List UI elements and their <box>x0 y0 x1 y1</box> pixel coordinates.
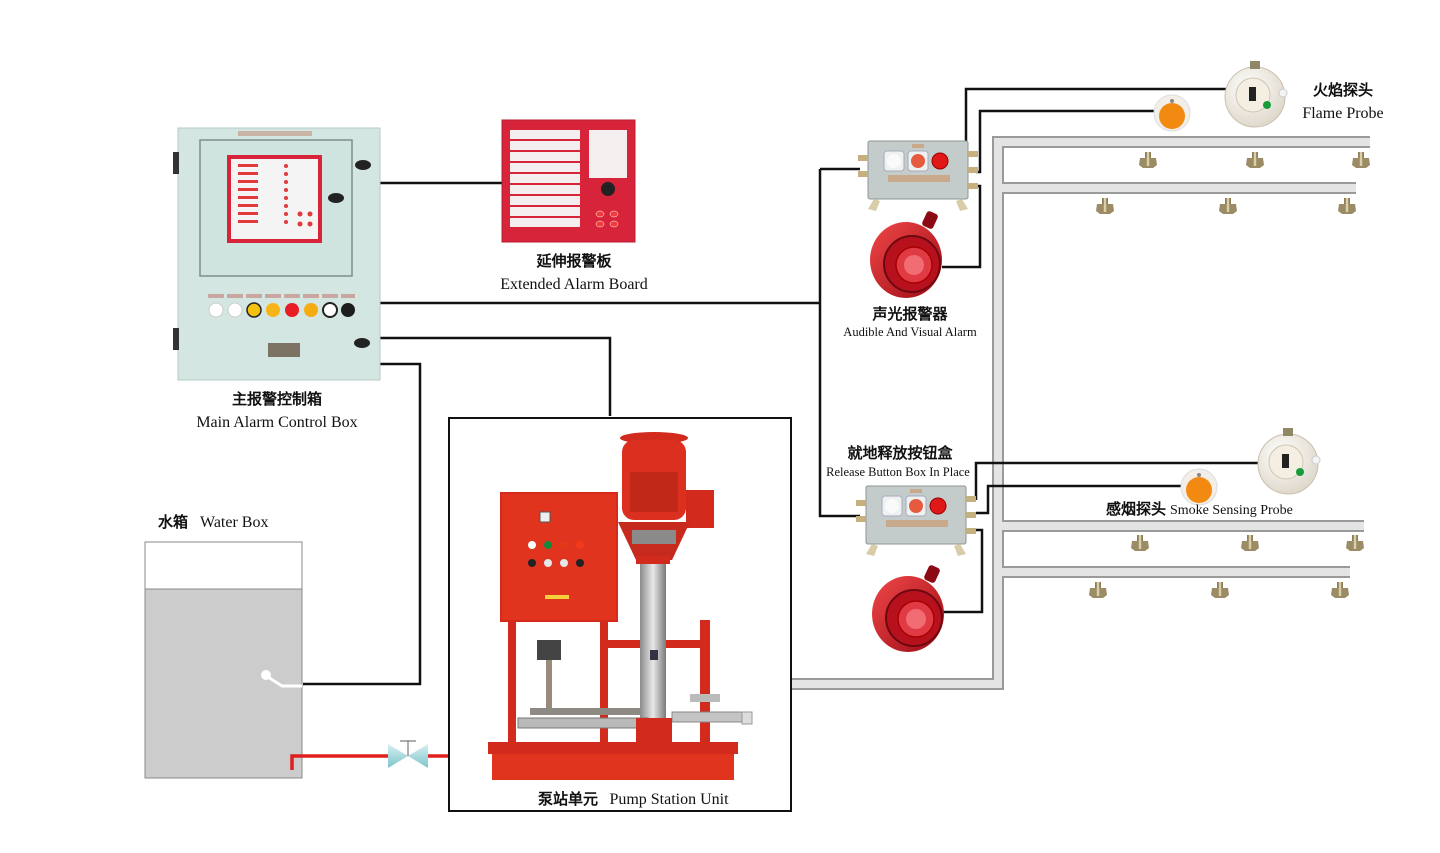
water-box[interactable] <box>144 541 303 779</box>
pump-station-unit[interactable] <box>448 417 792 812</box>
sprinkler-head <box>1211 582 1229 598</box>
smoke-probe-label: 感烟探头 Smoke Sensing Probe <box>1106 500 1293 518</box>
sprinkler-head <box>1331 582 1349 598</box>
release-box-label-en: Release Button Box In Place <box>826 465 970 479</box>
smoke-probe-icon <box>1180 468 1218 506</box>
smoke-probe-label-en: Smoke Sensing Probe <box>1170 503 1293 518</box>
audible-visual-alarm-lower <box>871 563 945 653</box>
sprinkler-head <box>1219 198 1237 214</box>
main-alarm-control-box[interactable] <box>173 127 381 381</box>
sprinkler-head <box>1352 152 1370 168</box>
alarm-indicator-grid <box>238 164 313 227</box>
pump-control-lamps <box>528 541 584 567</box>
release-box-label-cn: 就地释放按钮盒 <box>847 444 953 462</box>
main-alarm-box-label-en: Main Alarm Control Box <box>196 414 357 431</box>
smoke-probe-label-cn: 感烟探头 <box>1106 500 1166 518</box>
flame-probe-label-en: Flame Probe <box>1302 105 1383 122</box>
sprinkler-head <box>1338 198 1356 214</box>
pump-station-label-cn: 泵站单元 <box>538 790 598 808</box>
release-button-box-lower[interactable] <box>855 485 977 557</box>
flame-probe-label-cn: 火焰探头 <box>1313 81 1373 99</box>
flame-probe-icon <box>1224 60 1288 128</box>
nameplate <box>268 343 300 357</box>
water-box-label-cn: 水箱 <box>158 513 188 531</box>
main-alarm-box-label-cn: 主报警控制箱 <box>232 390 322 408</box>
sprinkler-head <box>1241 535 1259 551</box>
sprinkler-head <box>1131 535 1149 551</box>
float-switch-icon <box>261 670 302 688</box>
gate-valve-icon[interactable] <box>388 740 428 768</box>
door-latch-icon[interactable] <box>328 160 371 348</box>
audible-alarm-label-en: Audible And Visual Alarm <box>843 325 977 339</box>
sprinkler-head <box>1346 535 1364 551</box>
sprinkler-head <box>1139 152 1157 168</box>
sprinkler-head <box>1096 198 1114 214</box>
water-supply-line <box>290 754 450 770</box>
flame-probe-icon-lower <box>1257 427 1321 495</box>
audible-alarm-label-cn: 声光报警器 <box>871 305 948 323</box>
pump-station-label-en: Pump Station Unit <box>609 791 729 808</box>
water-box-label-en: Water Box <box>200 514 268 531</box>
indicator-lamps[interactable] <box>208 302 355 318</box>
audible-visual-alarm-upper <box>869 209 943 299</box>
smoke-probe-icon-upper <box>1153 94 1191 132</box>
signal-wires <box>303 87 1262 686</box>
sprinkler-pipe-network <box>792 136 1370 690</box>
extended-board-label-en: Extended Alarm Board <box>500 276 648 293</box>
sprinkler-head <box>1246 152 1264 168</box>
sprinkler-head <box>1089 582 1107 598</box>
release-button-box-upper[interactable] <box>857 140 979 212</box>
extended-board-label-cn: 延伸报警板 <box>535 252 612 270</box>
extended-alarm-board[interactable] <box>501 119 636 243</box>
